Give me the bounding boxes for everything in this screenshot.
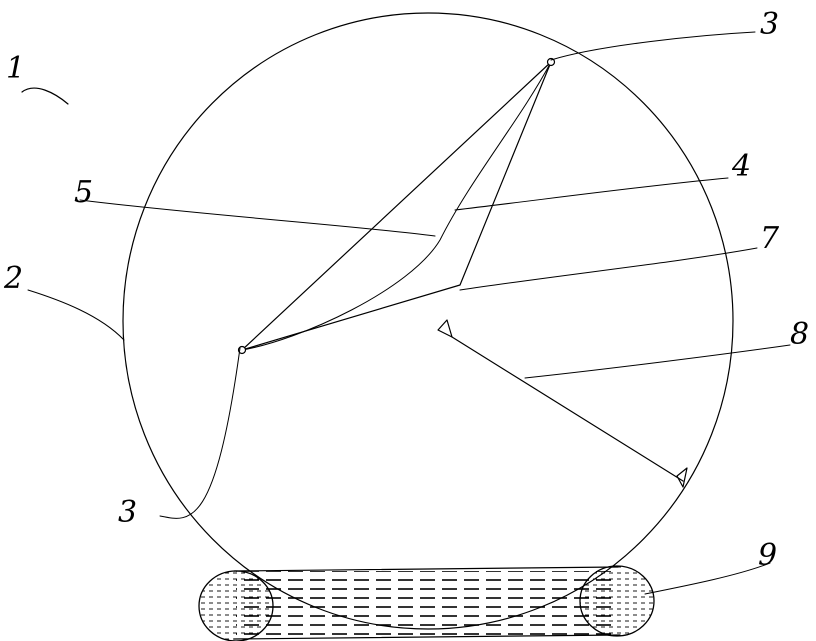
belt-bottom-edge [233, 634, 621, 640]
arm-8 [451, 336, 684, 482]
arm-8-end [676, 467, 688, 488]
label-4: 4 [731, 149, 751, 184]
leader-3-top [550, 31, 756, 61]
roller-left [198, 570, 274, 641]
leader-4 [454, 177, 729, 211]
outer-circle-2 [122, 12, 734, 630]
central-hub [437, 319, 453, 338]
roller-right [579, 565, 655, 637]
label-9: 9 [758, 538, 777, 573]
leader-1 [21, 87, 69, 105]
label-2: 2 [3, 261, 23, 296]
leader-3-bottom [159, 347, 241, 519]
label-7: 7 [760, 221, 780, 256]
belt-top-edge [233, 566, 619, 572]
lens-element [241, 61, 552, 351]
label-8: 8 [790, 317, 809, 352]
label-5: 5 [74, 175, 93, 210]
leader-5 [79, 199, 436, 237]
belt-body [236, 571, 616, 639]
leader-8 [524, 344, 791, 379]
leader-7 [459, 247, 758, 291]
leader-9 [644, 562, 771, 595]
label-3-bottom: 3 [118, 495, 137, 530]
leader-2 [27, 289, 125, 341]
lens-inner-line [241, 61, 552, 351]
pivot-top [546, 57, 556, 67]
label-1: 1 [6, 51, 25, 86]
label-3-top: 3 [760, 7, 779, 42]
